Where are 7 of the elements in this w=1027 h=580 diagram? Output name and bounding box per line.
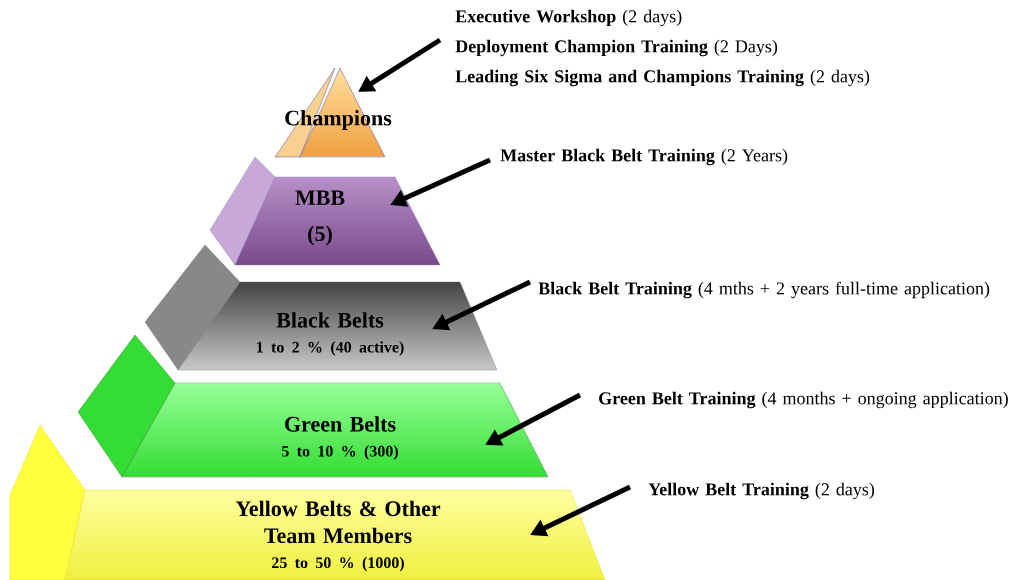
training-text: Yellow Belt Training (2 days) xyxy=(648,482,875,500)
training-text: Executive Workshop (2 days) Deployment Champion Training (2 Days) Leading Six Sigma and Champions Training (2 days) xyxy=(455,9,870,87)
training-text: Green Belt Training (4 months + ongoing application) xyxy=(599,391,1008,409)
pyramid-tier: Champions xyxy=(274,67,392,158)
training-text: Master Black Belt Training (2 Years) xyxy=(500,148,788,166)
pyramid-tier: MBB (5) xyxy=(209,156,441,266)
training-text: Black Belt Training (4 mths + 2 years full-time application) xyxy=(538,281,990,299)
